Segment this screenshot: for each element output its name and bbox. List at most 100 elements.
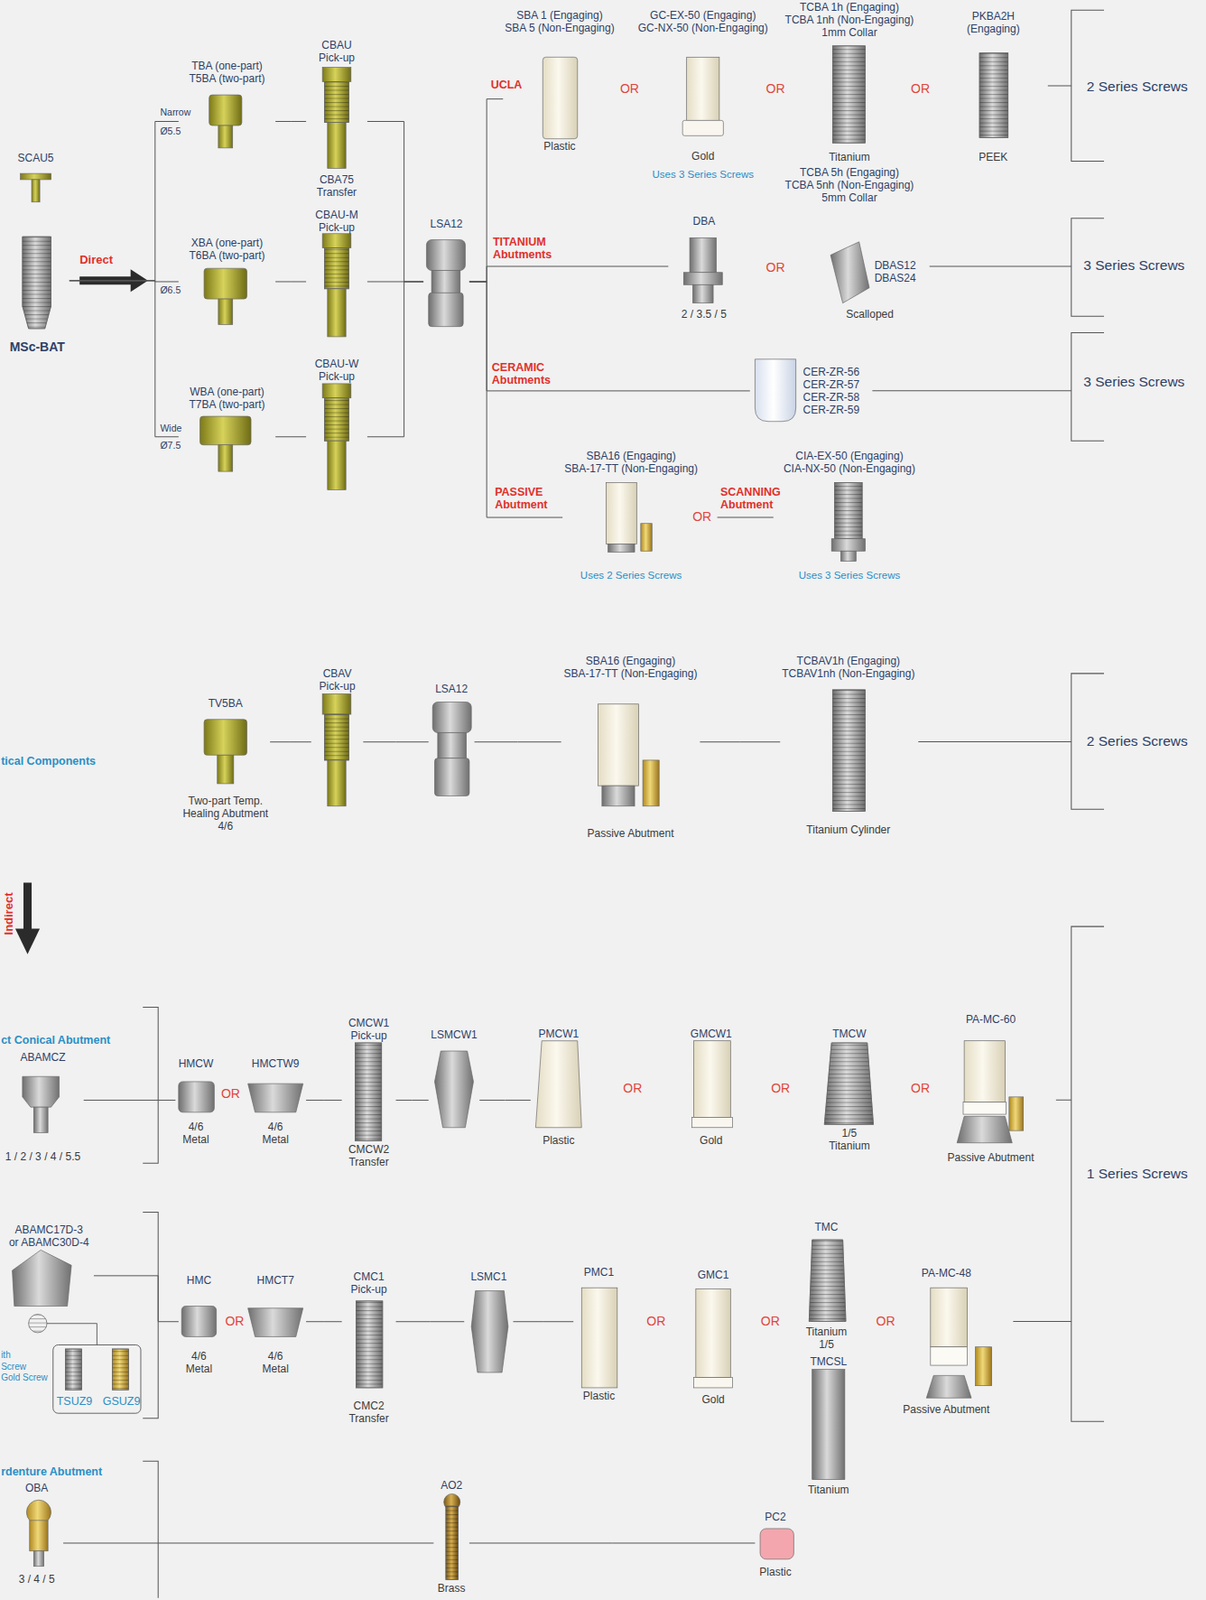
part-shape — [754, 359, 796, 422]
angled-abutment — [12, 1249, 73, 1333]
part-shape — [426, 240, 465, 271]
text-line: CMC1 — [351, 1270, 388, 1283]
part-label: TMCSL — [809, 1354, 847, 1368]
text-line: 1mm Collar — [785, 26, 915, 39]
text-line: (Engaging) — [966, 22, 1021, 36]
text-line: TCBA 5nh (Non-Engaging) — [785, 178, 915, 192]
component-node: LSMC1 — [463, 1270, 513, 1374]
component-node: ABAMC17D-3 or ABAMC30D-4 — [4, 1223, 94, 1311]
part-shape — [975, 1346, 993, 1386]
healing-abutment — [209, 94, 242, 149]
part-label: PMCW1 — [538, 1027, 579, 1040]
part-label: Scalloped — [845, 307, 894, 321]
part-label: PC2 — [764, 1510, 786, 1523]
text-line: Healing Abutment — [182, 807, 269, 820]
text-line: 4/6 — [182, 1120, 209, 1133]
text-line: CBA75 — [316, 173, 357, 186]
part-shape — [918, 673, 1104, 809]
text-line: SBA 5 (Non-Engaging) — [504, 21, 614, 35]
text-line: Metal — [262, 1132, 289, 1146]
annotation-label: Ø6.5 — [159, 284, 181, 296]
text-line: CER-ZR-59 — [803, 403, 861, 417]
part-shape — [355, 1300, 382, 1388]
component-node: TCBA 1h (Engaging) TCBA 1nh (Non-Engagin… — [775, 0, 924, 205]
impression-coping — [354, 1042, 381, 1141]
text-line: 4/6 — [185, 1349, 213, 1363]
text-line: 1/5 — [828, 1126, 871, 1140]
annotation-label: Gold Screw — [0, 1372, 48, 1383]
component-node: TBA (one-part) T5BA (two-part) — [178, 59, 276, 152]
text-line: 4/6 — [262, 1120, 289, 1133]
part-shape — [686, 56, 720, 121]
plastic-cylinder — [535, 1040, 582, 1128]
text-line: TCBA 1h (Engaging) — [785, 0, 915, 14]
text-line: 4/6 — [182, 819, 269, 833]
part-label: ABAMC17D-3 or ABAMC30D-4 — [9, 1223, 90, 1249]
part-shape — [354, 1042, 381, 1141]
text-line: ABAMC17D-3 — [9, 1223, 90, 1236]
part-shape — [217, 754, 234, 784]
gold-ucla — [682, 56, 724, 136]
part-label: CMC2 Transfer — [348, 1399, 389, 1425]
part-shape — [824, 1042, 873, 1124]
titanium-screw — [64, 1348, 82, 1390]
healing-cap — [178, 1081, 215, 1113]
part-shape — [209, 94, 242, 126]
passive-abutment — [605, 482, 652, 553]
component-node: CER-ZR-56 CER-ZR-57 CER-ZR-58 CER-ZR-59 — [750, 354, 863, 424]
text-line: SCANNING — [720, 485, 781, 499]
conical-abutment — [22, 1076, 60, 1132]
part-label: HMCW — [178, 1057, 214, 1070]
part-label: PA-MC-48 — [921, 1266, 972, 1280]
text-line: CMC2 — [348, 1399, 389, 1412]
part-label: HMCTW9 — [251, 1057, 300, 1070]
text-line: or ABAMC30D-4 — [9, 1235, 90, 1249]
part-label: Brass — [437, 1581, 466, 1595]
part-shape — [1009, 1096, 1024, 1131]
annotation-label: OR — [692, 509, 712, 524]
part-shape — [322, 233, 352, 249]
part-shape — [204, 268, 247, 299]
part-label: SCAU5 — [18, 151, 55, 165]
connector-line — [513, 1320, 575, 1322]
part-shape — [926, 1374, 972, 1398]
part-shape — [15, 927, 40, 954]
connector-line — [275, 120, 307, 122]
text-line: SBA-17-TT (Non-Engaging) — [564, 462, 698, 475]
component-node: GMCW1Gold — [686, 1027, 738, 1148]
part-shape — [46, 1323, 97, 1346]
annotation-label: CERAMIC Abutments — [491, 361, 551, 387]
part-label: 4/6 Metal — [262, 1349, 289, 1375]
part-label: CMCW1 Pick-up — [348, 1016, 390, 1042]
part-shape — [808, 1239, 846, 1321]
text-line: TCBAV1nh (Non-Engaging) — [781, 667, 915, 680]
text-line: PKBA2H — [966, 9, 1021, 23]
component-node: CBAU-W Pick-up — [306, 357, 368, 492]
part-label: GSUZ9 — [102, 1394, 141, 1408]
direction-arrow — [15, 269, 149, 954]
annotation-label: OR — [910, 1080, 930, 1095]
part-shape — [831, 538, 865, 552]
text-line: CMCW1 — [348, 1016, 390, 1030]
part-shape — [12, 46, 1024, 1580]
part-shape — [324, 714, 349, 761]
text-line: T7BA (two-part) — [188, 398, 265, 411]
component-node: CMCW1 Pick-upCMCW2 Transfer — [342, 1016, 397, 1170]
annotation-label: SCANNING Abutment — [720, 485, 781, 511]
part-shape — [322, 67, 352, 83]
part-label: TCBAV1h (Engaging) TCBAV1nh (Non-Engagin… — [781, 654, 915, 680]
titanium-ucla — [832, 46, 865, 143]
titanium-cylinder — [824, 1042, 873, 1124]
part-shape — [929, 218, 1104, 316]
part-shape — [832, 689, 865, 811]
connector-line — [469, 281, 751, 391]
part-shape — [327, 122, 346, 169]
screw-box — [46, 1323, 141, 1413]
part-label: TSUZ9 — [56, 1394, 93, 1408]
part-label: Two-part Temp. Healing Abutment 4/6 — [182, 794, 269, 833]
component-node: LSA12 — [423, 217, 470, 329]
part-shape — [689, 237, 716, 272]
part-shape — [834, 482, 863, 539]
part-shape — [28, 1314, 47, 1333]
